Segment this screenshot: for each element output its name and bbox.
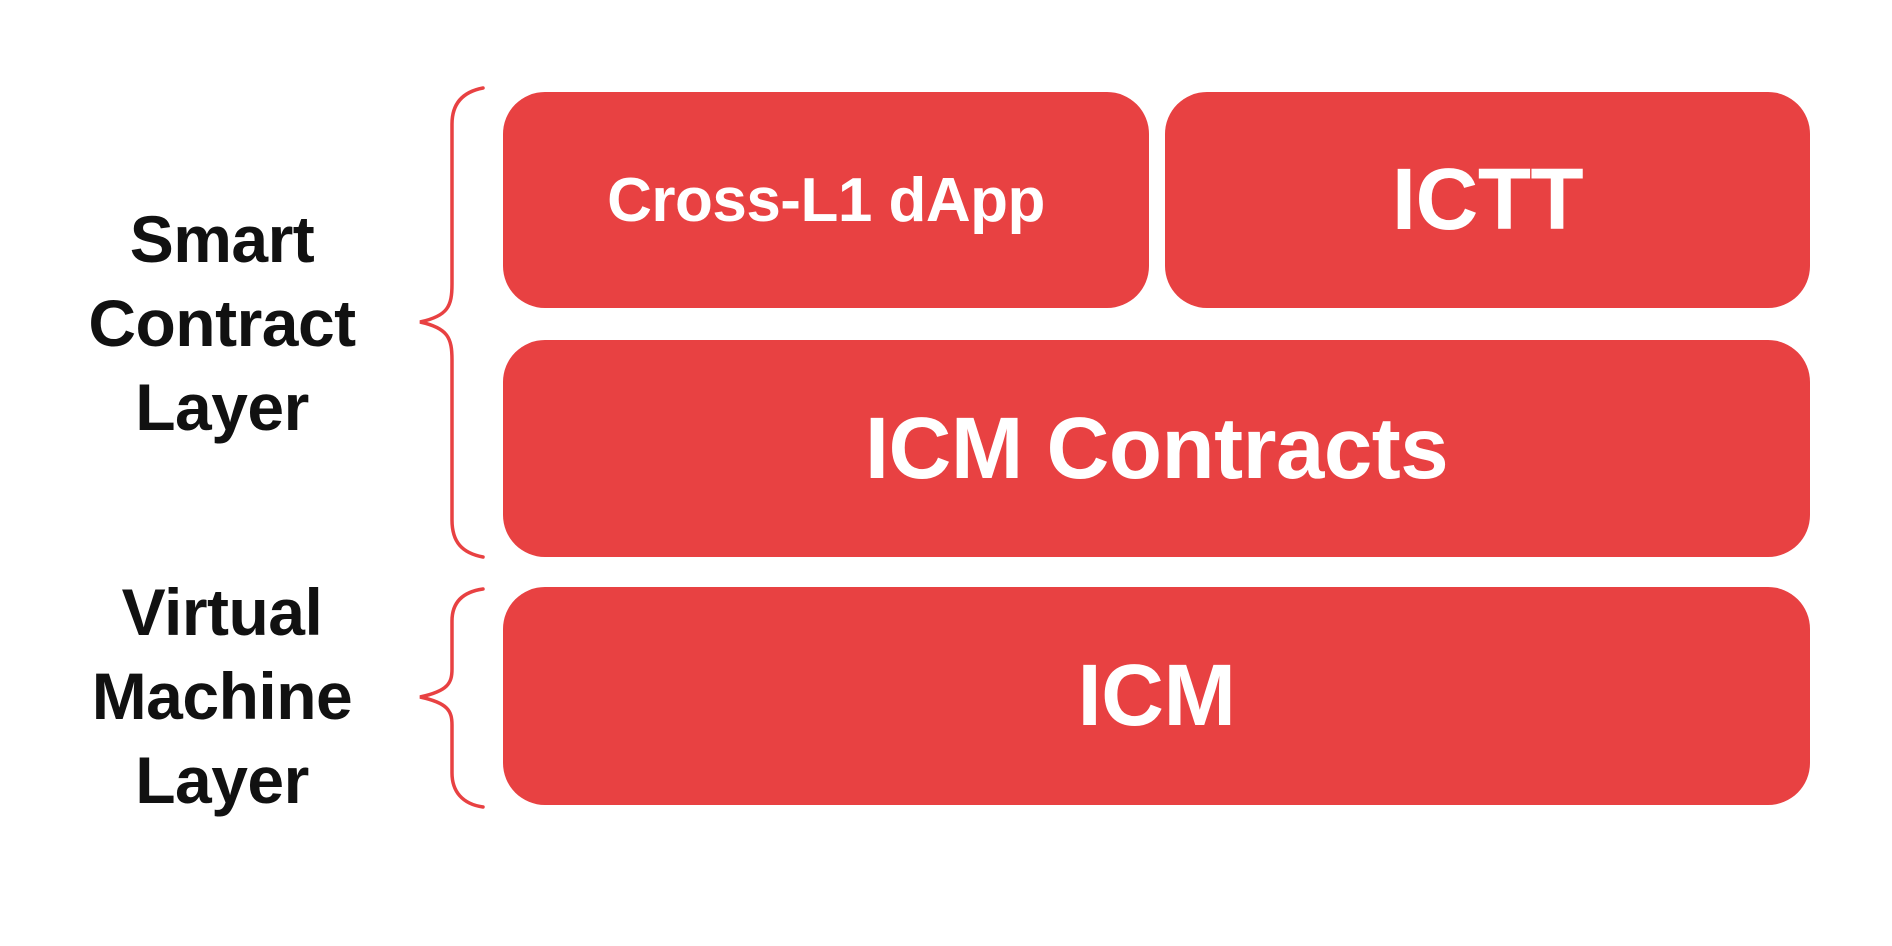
box-icm-label: ICM — [1077, 647, 1236, 744]
smart-contract-brace-icon — [419, 86, 485, 559]
virtual-machine-brace-icon — [419, 587, 485, 809]
smart-contract-layer-label-line3: Layer — [135, 370, 309, 444]
smart-contract-layer-label: Smart Contract Layer — [22, 197, 422, 449]
box-cross-l1-dapp-label: Cross-L1 dApp — [607, 165, 1045, 235]
virtual-machine-layer-label-line1: Virtual — [121, 575, 323, 649]
smart-contract-layer-label-line2: Contract — [88, 286, 356, 360]
virtual-machine-layer-label: Virtual Machine Layer — [22, 570, 422, 822]
box-ictt: ICTT — [1165, 92, 1810, 308]
box-icm-contracts: ICM Contracts — [503, 340, 1810, 557]
box-ictt-label: ICTT — [1391, 151, 1584, 248]
virtual-machine-layer-label-line2: Machine — [91, 659, 353, 733]
box-icm-contracts-label: ICM Contracts — [864, 399, 1449, 497]
box-icm: ICM — [503, 587, 1810, 805]
smart-contract-layer-label-line1: Smart — [129, 202, 315, 276]
virtual-machine-layer-label-line3: Layer — [135, 743, 309, 817]
box-cross-l1-dapp: Cross-L1 dApp — [503, 92, 1149, 308]
